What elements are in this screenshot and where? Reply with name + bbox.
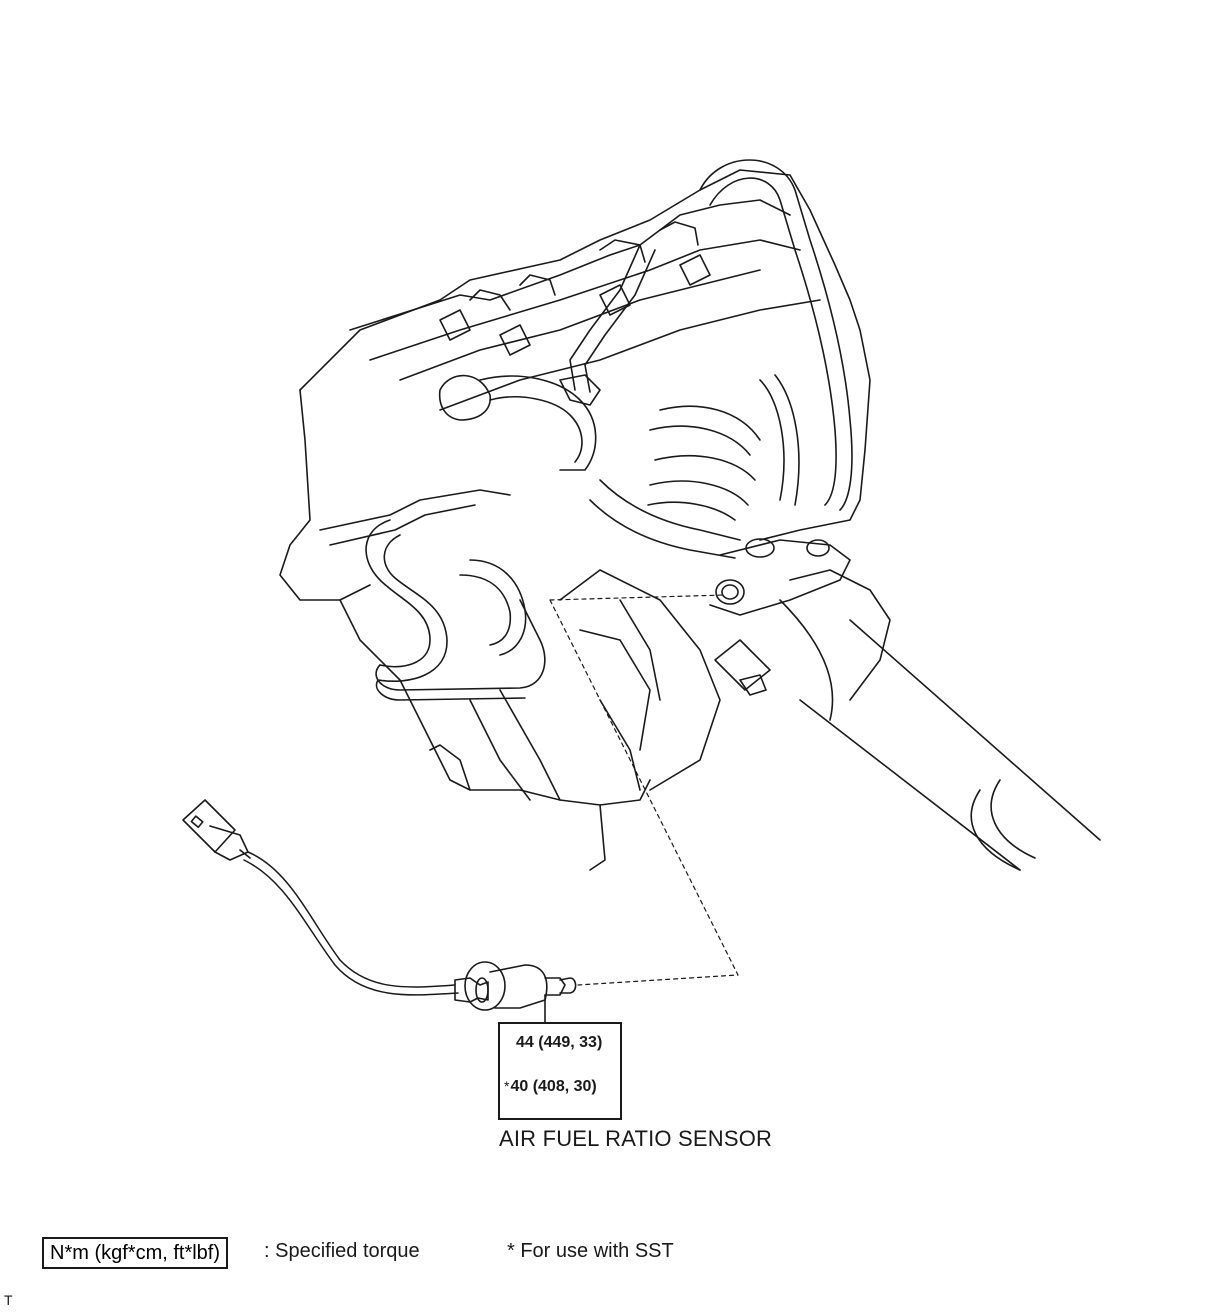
torque-value-with-sst: *40 (408, 30)	[504, 1078, 597, 1096]
coolant-hoses	[319, 489, 546, 701]
torque-value-with-sst-text: 40 (408, 30)	[510, 1078, 597, 1095]
part-label-air-fuel-ratio-sensor: AIR FUEL RATIO SENSOR	[499, 1126, 773, 1151]
lower-block	[469, 569, 721, 801]
air-fuel-ratio-sensor-body	[454, 961, 577, 1011]
legend-unit-box: N*m (kgf*cm, ft*lbf)	[42, 1237, 229, 1269]
exhaust-pipe	[709, 538, 1101, 871]
torque-spec-box: 44 (449, 33) *40 (408, 30)	[498, 1022, 622, 1120]
sensor-wire	[243, 851, 459, 996]
legend-unit-text: N*m (kgf*cm, ft*lbf)	[50, 1241, 221, 1264]
legend-specified-torque: : Specified torque	[264, 1240, 420, 1262]
sensor-connector	[182, 799, 251, 861]
corner-mark: T	[4, 1292, 13, 1308]
sst-marker: *	[504, 1078, 510, 1094]
leader-lines	[549, 594, 739, 986]
cylinder-head	[349, 199, 821, 411]
wiring-harness	[438, 159, 853, 511]
legend-sst-note: * For use with SST	[507, 1240, 674, 1262]
engine-block-outline	[279, 169, 871, 871]
exhaust-manifold	[589, 374, 800, 559]
torque-value-standard: 44 (449, 33)	[516, 1034, 603, 1051]
